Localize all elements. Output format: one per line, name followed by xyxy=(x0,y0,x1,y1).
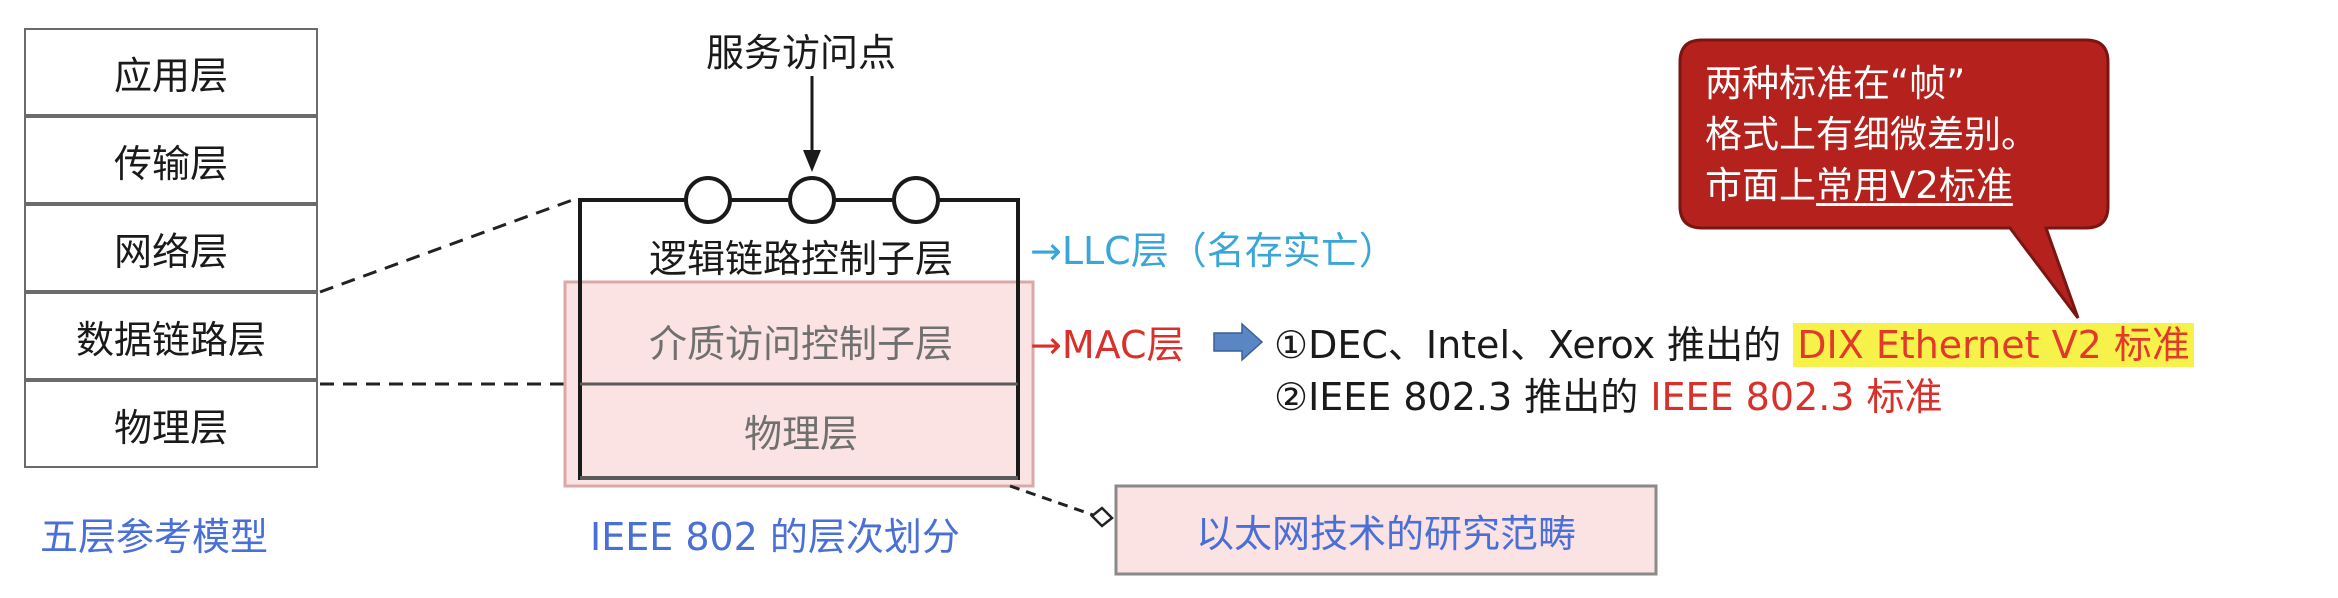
ethernet-scope-box xyxy=(1114,484,1658,576)
ethernet-scope-pointer-diamond xyxy=(1090,506,1114,528)
block-arrow-icon xyxy=(1213,322,1264,362)
standard-1-prefix: ①DEC、Intel、Xerox 推出的 xyxy=(1274,323,1782,367)
sap-circle-center xyxy=(788,176,836,224)
standard-1: ①DEC、Intel、Xerox 推出的 DIX Ethernet V2 标准 xyxy=(1274,314,2194,369)
layer-transport: 传输层 xyxy=(24,116,318,204)
callout-line-3: 市面上常用V2标准 xyxy=(1705,160,2105,211)
sap-arrow-head xyxy=(803,150,821,172)
callout-line-2: 格式上有细微差别。 xyxy=(1705,113,2038,156)
layer-network: 网络层 xyxy=(24,204,318,292)
ethernet-scope-pointer xyxy=(1009,484,1097,518)
llc-annotation: →LLC层（名存实亡） xyxy=(1030,229,1397,273)
sap-circle-right xyxy=(892,176,940,224)
callout-line-3-underlined: 常用V2标准 xyxy=(1816,164,2013,207)
layer-data-link: 数据链路层 xyxy=(24,292,318,380)
physical-layer-label: 物理层 xyxy=(743,411,858,456)
mac-annotation: →MAC层 xyxy=(1030,323,1185,367)
standard-2-prefix: ②IEEE 802.3 推出的 xyxy=(1274,375,1639,419)
layer-physical: 物理层 xyxy=(24,380,318,468)
dashed-connector-top xyxy=(319,196,579,294)
llc-sublayer-label: 逻辑链路控制子层 xyxy=(648,236,953,281)
standard-2-name: IEEE 802.3 标准 xyxy=(1650,375,1943,419)
callout-text: 两种标准在“帧” 格式上有细微差别。 市面上常用V2标准 xyxy=(1705,58,2105,211)
ethernet-scope-label: 以太网技术的研究范畴 xyxy=(1195,511,1576,556)
mac-sublayer-label: 介质访问控制子层 xyxy=(648,321,953,366)
standard-1-name: DIX Ethernet V2 标准 xyxy=(1793,323,2194,367)
service-access-point-label: 服务访问点 xyxy=(706,31,897,75)
callout-line-3-prefix: 市面上 xyxy=(1705,164,1816,207)
five-layer-caption: 五层参考模型 xyxy=(40,515,269,559)
ieee802-caption: IEEE 802 的层次划分 xyxy=(590,515,960,559)
callout-bubble xyxy=(1678,38,2110,319)
layer-application: 应用层 xyxy=(24,28,318,116)
standard-2: ②IEEE 802.3 推出的 IEEE 802.3 标准 xyxy=(1274,366,1943,421)
sap-circle-left xyxy=(684,176,732,224)
callout-line-1: 两种标准在“帧” xyxy=(1705,62,1966,105)
